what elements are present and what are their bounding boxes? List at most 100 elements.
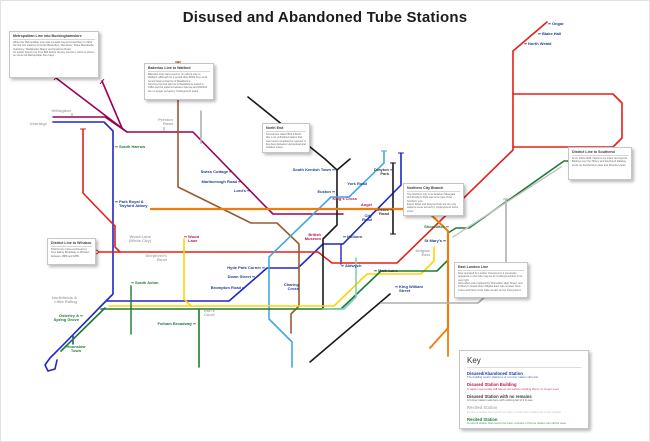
station-label: North Weald: [528, 41, 552, 46]
tube-line-piccadilly-east: [106, 152, 402, 302]
tube-line-metropolitan-main: [52, 116, 344, 215]
station-label: St Mary's: [424, 238, 442, 243]
station-label: Fulham Broadway: [158, 321, 193, 326]
station-label: Hyde Park Corner: [227, 265, 261, 270]
key-entry-desc: A current station that used to be here, …: [467, 409, 561, 414]
tube-line-northern-city-king-william-st: [309, 293, 391, 363]
station-label: Lord's: [234, 188, 247, 193]
station-tick: [99, 78, 105, 85]
tube-line-waterloo-city: [322, 257, 357, 310]
tube-line-victoria: [268, 150, 385, 368]
page-title: Disused and Abandoned Tube Stations: [182, 9, 468, 26]
key-entry-label: Disused/Abandoned Station: [467, 371, 523, 376]
tube-line-district-hounslow: [60, 307, 106, 352]
key-entry-desc: A station open today still has an old su…: [467, 386, 559, 391]
station-label: Mark Lane: [378, 268, 399, 273]
tube-line-northern-high-barnet-branch: [336, 158, 351, 171]
annotation-title: East London Line: [458, 265, 524, 271]
station-label: King's Cross: [332, 196, 357, 201]
station-label: South Acton: [135, 280, 159, 285]
tube-line-hammersmith-wood-lane: [183, 238, 192, 307]
key-entry-label: Resited Station: [467, 405, 498, 411]
annotation-title: District Line to Windsor: [51, 241, 92, 247]
annotation-body: The Northern City Line between Moorgate …: [407, 193, 459, 213]
tube-line-piccadilly-main: [44, 121, 114, 372]
annotation-title: District Line to Southend: [572, 150, 628, 156]
station-label: Ongar: [552, 21, 564, 26]
station-label: Park Royal &Twyford Abbey: [119, 199, 148, 208]
key-entry-desc: The building and/or platforms of a forme…: [467, 375, 538, 380]
annotation-body: Bakerloo Line trains used to run all the…: [148, 73, 208, 93]
key-entry-label: Disused Station Building: [467, 382, 517, 388]
station-label: Aldwych: [345, 263, 362, 268]
station-label: Down Street: [228, 274, 252, 279]
station-label: Euston: [317, 189, 331, 194]
key-entry-label: Disused Station with no remains: [467, 393, 532, 399]
station-label: Swiss Cottage: [201, 169, 229, 174]
tube-line-central-ruislip: [82, 128, 121, 253]
annotation-title: North End: [266, 126, 306, 132]
tube-line-east-london-fork-west: [429, 327, 449, 349]
annotation-title: Bakerloo Line to Watford: [148, 66, 210, 72]
tube-line-metropolitan-chesham: [101, 80, 123, 129]
annotation-title: Northern City Branch: [407, 186, 460, 192]
tube-line-circle: [108, 246, 435, 307]
station-label: Uxbridge: [30, 121, 48, 126]
station-label: Wood Lane(White City): [129, 234, 152, 243]
station-label: Angel: [361, 202, 372, 207]
key-title: Key: [467, 356, 581, 368]
tube-line-central-main: [96, 21, 548, 264]
station-label: York Road: [347, 181, 367, 186]
tube-line-bakerloo: [177, 61, 300, 334]
tube-line-central-hainault-loop: [512, 93, 623, 148]
station-label: Brompton Road: [211, 285, 242, 290]
annotation-body: When the Metropolitan Line was cut back …: [13, 41, 95, 58]
station-label: South Harrow: [119, 144, 146, 149]
tube-line-overground-main: [149, 207, 450, 330]
annotation-body: Now operated by London Overground, it pr…: [458, 272, 523, 292]
annotation-body: Sometimes called 'Bull & Bush', this is …: [266, 133, 306, 150]
station-label: Marlborough Road: [201, 179, 237, 184]
station-label: Hillingdon: [51, 108, 71, 113]
tube-line-northern-edgware-branch: [247, 96, 338, 171]
annotation-body: From 1910-1939, District Line trains ran…: [572, 157, 627, 167]
station-label: Northfields &Little Ealing: [52, 295, 78, 304]
key-entry-label: Resited Station: [467, 416, 498, 422]
key-entry-desc: A current station that used to be here, …: [467, 421, 567, 426]
annotation-body: District Line trains continued on from E…: [51, 248, 90, 258]
tube-line-southend-parallel: [452, 166, 562, 238]
station-label: Blake Hall: [542, 31, 561, 36]
key-entry-desc: A former station was here with nothing l…: [467, 398, 533, 403]
station-label: Shoreditch: [424, 224, 445, 229]
station-label: Osterley &Spring Grove: [54, 313, 80, 322]
station-label: South Kentish Town: [293, 167, 332, 172]
